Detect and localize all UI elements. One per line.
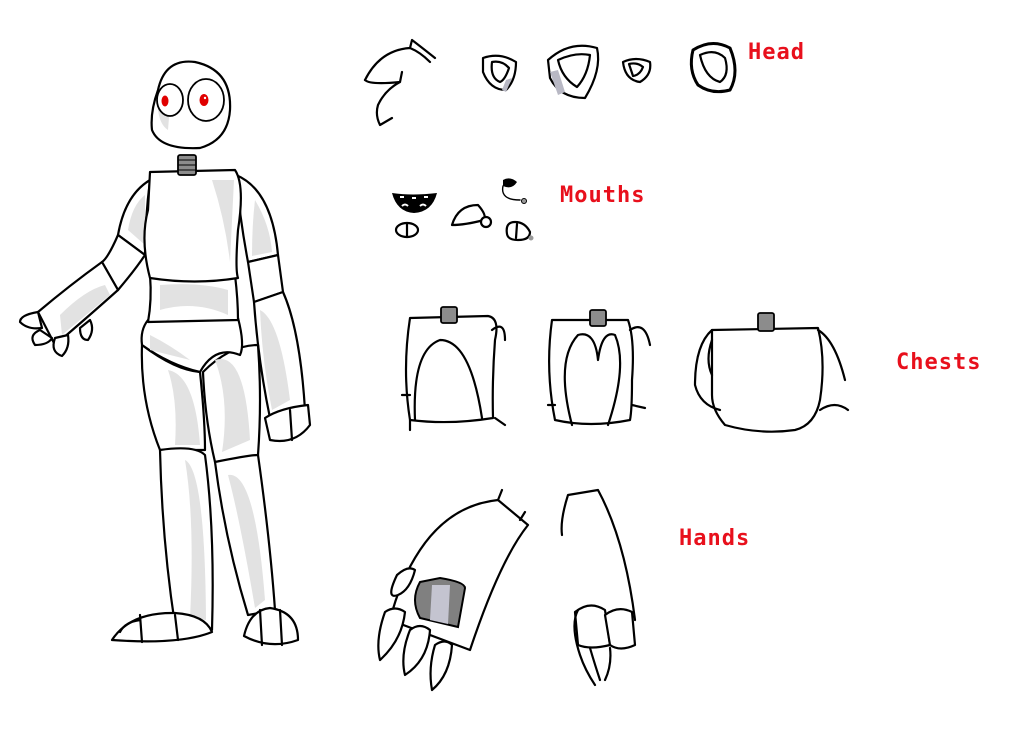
figure-legs — [110, 343, 300, 647]
chest-furry — [693, 312, 850, 433]
ear-part-4 — [689, 42, 737, 94]
left-eye-icon — [161, 95, 169, 107]
hair-tuft-part — [363, 38, 437, 127]
hand-fist — [560, 488, 637, 687]
base-figure — [18, 60, 312, 647]
hand-parts — [377, 488, 637, 692]
section-label-head: Head — [748, 40, 805, 65]
head-parts — [363, 38, 737, 127]
hand-clawed — [377, 488, 530, 692]
figure-right-arm — [234, 173, 312, 443]
figure-head — [150, 60, 232, 150]
figure-neck — [177, 154, 197, 176]
right-eye-icon — [199, 94, 209, 106]
chest-heart — [546, 309, 652, 427]
figure-left-arm — [18, 178, 152, 358]
section-label-mouths: Mouths — [560, 183, 646, 208]
figure-torso — [143, 168, 242, 283]
mouth-parts — [392, 178, 534, 242]
section-label-chests: Chests — [896, 350, 982, 375]
ear-part-2 — [546, 44, 600, 100]
figure-hips — [140, 316, 244, 374]
ear-part-1 — [481, 54, 518, 92]
ear-part-3 — [621, 57, 652, 84]
chest-oval — [400, 306, 507, 432]
chest-parts — [400, 306, 850, 433]
section-label-hands: Hands — [679, 526, 751, 551]
